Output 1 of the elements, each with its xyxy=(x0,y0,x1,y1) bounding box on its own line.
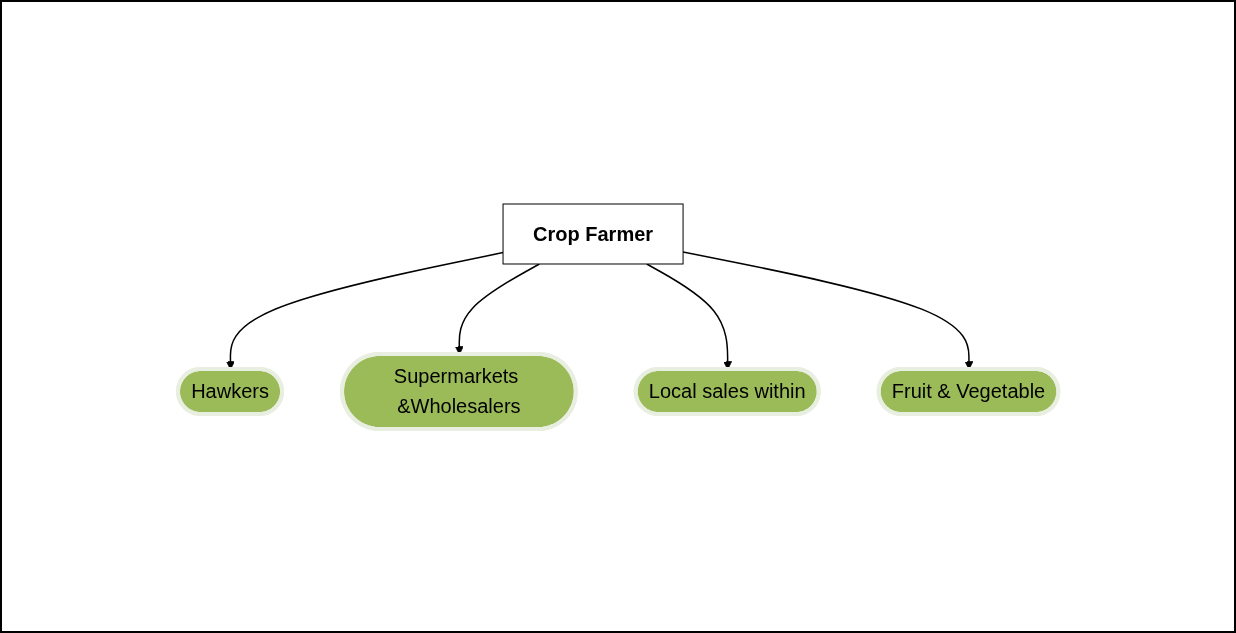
node-box: Crop Farmer xyxy=(502,203,684,265)
